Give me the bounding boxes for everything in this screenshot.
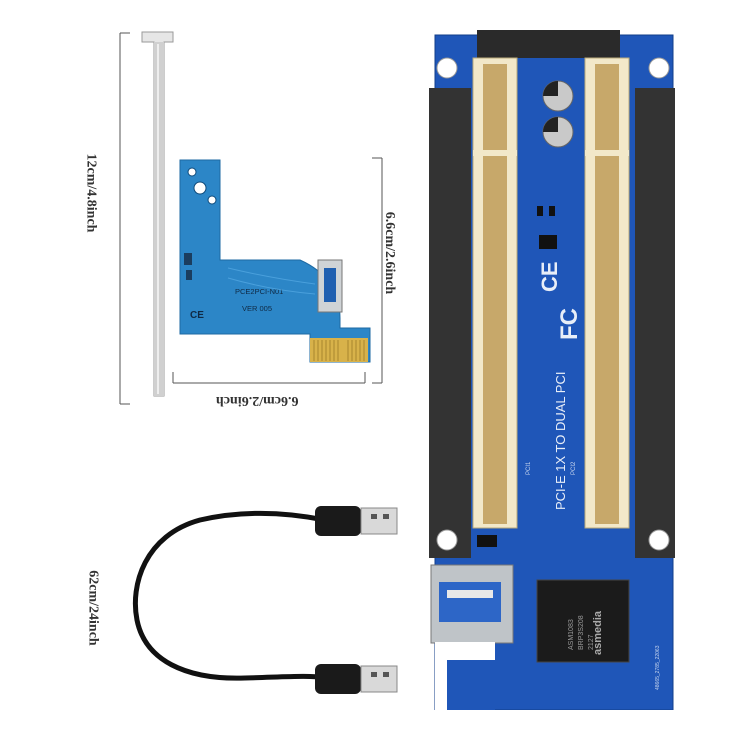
chip-model: ASM1083 [568, 619, 575, 650]
capacitor-1 [542, 80, 574, 112]
small-card-version: VER 005 [242, 304, 272, 313]
chip-date: 2127 [588, 634, 595, 650]
small-card-ce-mark: CE [190, 310, 204, 321]
usb-plug-top [315, 506, 398, 536]
slot-2-label: PCI2 [571, 461, 577, 475]
pci-slot-1 [472, 57, 518, 529]
chip-code: BRP3S208 [578, 615, 585, 650]
capacitor-2 [542, 116, 574, 148]
small-card-model: PCE2PCI-N01 [235, 287, 283, 296]
serial-number: 48665_2785_22063 [655, 645, 661, 690]
usb-plug-bottom [315, 664, 398, 694]
dual-pci-card: CE FC PCI-E 1X TO DUAL PCI PCI1 PCI2 ASM… [429, 30, 675, 710]
fc-mark: FC [556, 308, 583, 340]
chip-brand: asmedia [592, 610, 604, 655]
pci-slot-2 [584, 57, 630, 529]
usb-cable [132, 506, 398, 694]
bridge-chip: ASM1083 BRP3S208 2127 asmedia [536, 579, 630, 663]
large-card-ce-mark: CE [537, 261, 562, 292]
bracket-height-label: 12cm/4.8inch [83, 153, 99, 233]
pcb-height-label: 6.6cm/2.6inch [382, 211, 398, 295]
usb-port [430, 564, 514, 644]
small-adapter-card: PCE2PCI-N01 VER 005 CE [141, 31, 371, 397]
cable-length-label: 62cm/24inch [85, 570, 101, 646]
card-title: PCI-E 1X TO DUAL PCI [553, 372, 568, 510]
slot-1-label: PCI1 [526, 461, 532, 475]
